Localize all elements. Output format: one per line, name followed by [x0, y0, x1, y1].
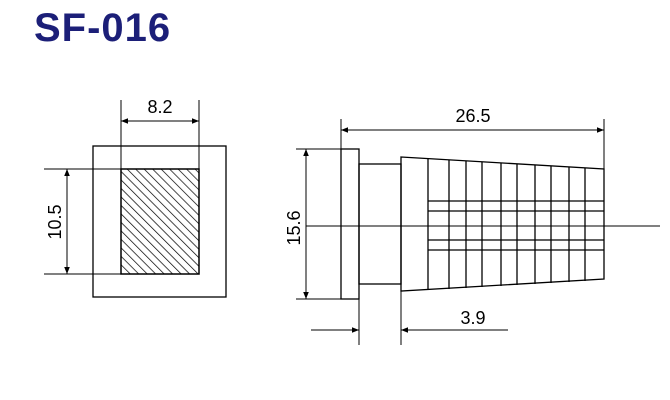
side-ribbed-body	[400, 156, 605, 292]
front-height-label: 10.5	[45, 204, 65, 239]
side-flange	[340, 148, 360, 300]
side-view: 26.5 15.6 3.9	[284, 106, 660, 345]
side-neck	[358, 163, 402, 285]
front-view: 8.2 10.5	[44, 97, 227, 298]
front-hatched-core	[120, 168, 200, 275]
side-length-label: 26.5	[455, 106, 490, 126]
side-height-label: 15.6	[284, 210, 304, 245]
front-width-label: 8.2	[147, 97, 172, 117]
rib-separators	[427, 158, 586, 290]
part-number-title: SF-016	[34, 6, 172, 50]
front-outer-frame	[92, 145, 227, 298]
rib-bands	[428, 200, 604, 251]
offset-label: 3.9	[460, 308, 485, 328]
